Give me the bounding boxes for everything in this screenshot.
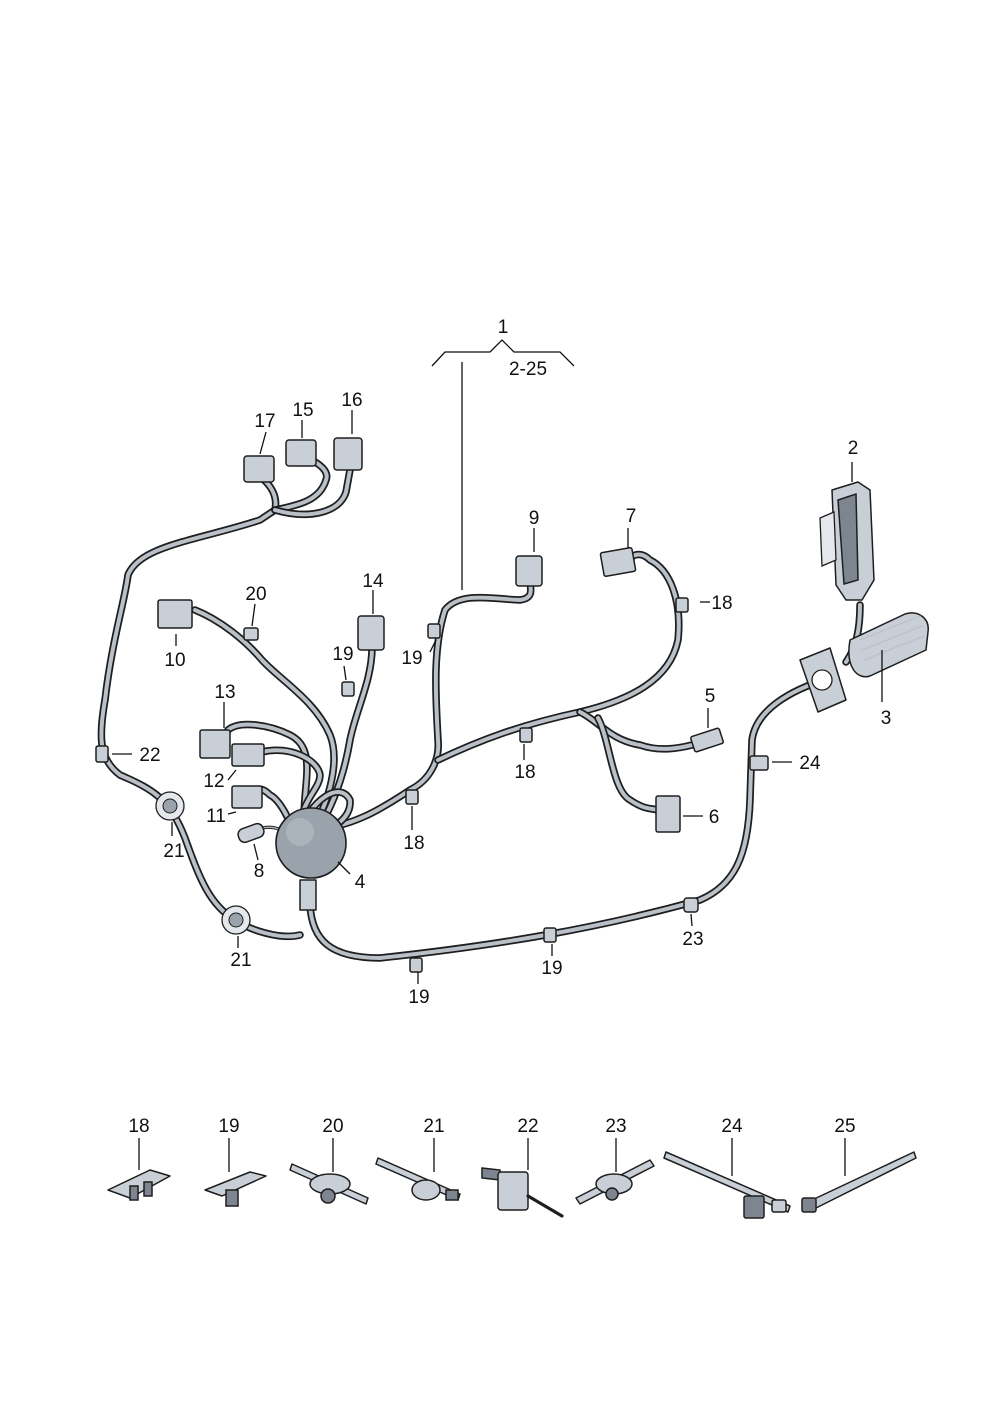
callout-13: 13 <box>214 682 235 703</box>
callout-12: 12 <box>203 771 224 792</box>
callout-7: 7 <box>626 506 637 527</box>
tie-25-detail-icon <box>811 1151 917 1209</box>
clip-19b-icon <box>341 681 355 697</box>
clip-20-icon <box>243 627 259 641</box>
callout-5: 5 <box>705 686 716 707</box>
connector-7-icon <box>599 546 637 578</box>
detail-part-20: 20 <box>289 1116 369 1205</box>
detail-label-18: 18 <box>128 1116 149 1137</box>
callout-2: 2 <box>848 438 859 459</box>
clip-23-icon <box>683 897 699 913</box>
clip-18b-icon <box>519 727 533 743</box>
clip-19c-icon <box>543 927 557 943</box>
callout-11: 11 <box>206 806 226 827</box>
callout-9: 9 <box>529 508 540 529</box>
callout-18-mid: 18 <box>514 762 535 783</box>
callout-19-upper: 19 <box>401 648 422 669</box>
callout-16: 16 <box>341 390 362 411</box>
callout-21-upper: 21 <box>163 841 184 862</box>
clip-18a-icon <box>675 597 689 613</box>
detail-part-19: 19 <box>204 1116 267 1207</box>
connector-9-icon <box>515 555 543 587</box>
callout-17: 17 <box>254 411 275 432</box>
detail-part-18: 18 <box>107 1116 171 1201</box>
callout-22: 22 <box>139 745 160 766</box>
callout-18-low: 18 <box>403 833 424 854</box>
connector-10-icon <box>157 599 193 629</box>
grommet-21a-icon <box>155 791 185 821</box>
detail-part-21: 21 <box>375 1116 461 1201</box>
tie-24-detail-icon <box>663 1151 791 1213</box>
callout-21-lower: 21 <box>230 950 251 971</box>
leader-lines <box>112 339 883 984</box>
detail-parts-row: 18 19 20 21 <box>107 1116 917 1219</box>
group-label: 1 <box>498 317 509 338</box>
connector-11-icon <box>231 785 263 809</box>
grommet-4-icon <box>275 807 347 911</box>
connector-14-icon <box>357 615 385 651</box>
callout-19-bottom-left: 19 <box>408 987 429 1008</box>
callout-6: 6 <box>709 807 720 828</box>
connector-17-icon <box>243 455 275 483</box>
detail-part-22: 22 <box>481 1116 564 1218</box>
callout-20: 20 <box>245 584 266 605</box>
callout-10: 10 <box>164 650 185 671</box>
callout-19-bottom-mid: 19 <box>541 958 562 979</box>
callout-18-top: 18 <box>711 593 732 614</box>
detail-label-25: 25 <box>834 1116 855 1137</box>
detail-label-23: 23 <box>605 1116 626 1137</box>
harness-wires <box>97 454 864 962</box>
detail-label-20: 20 <box>322 1116 343 1137</box>
clip-19a-icon <box>427 623 441 639</box>
connector-13-icon <box>199 729 231 759</box>
grommet-21b-icon <box>221 905 251 935</box>
callout-15: 15 <box>292 400 313 421</box>
detail-part-24: 24 <box>663 1116 791 1219</box>
connector-6-icon <box>655 795 681 833</box>
callout-3: 3 <box>881 708 892 729</box>
callout-labels: 1 2-25 2 3 4 5 6 7 8 9 10 11 12 13 14 15… <box>139 317 891 1008</box>
detail-label-24: 24 <box>721 1116 743 1137</box>
callout-8: 8 <box>254 861 265 882</box>
connector-5-icon <box>690 727 724 753</box>
detail-label-19: 19 <box>218 1116 239 1137</box>
connector-12-icon <box>231 743 265 767</box>
connector-2-icon <box>819 481 875 601</box>
detail-part-23: 23 <box>575 1116 655 1205</box>
sleeve-3-icon <box>799 612 929 713</box>
connector-8-icon <box>237 822 265 844</box>
detail-label-22: 22 <box>517 1116 538 1137</box>
detail-part-25: 25 <box>801 1116 917 1213</box>
tie-24-icon <box>749 755 769 771</box>
clip-19d-icon <box>409 957 423 973</box>
connector-16-icon <box>333 437 363 471</box>
callout-24: 24 <box>799 753 821 774</box>
detail-label-21: 21 <box>423 1116 444 1137</box>
callout-23: 23 <box>682 929 703 950</box>
clip-18c-icon <box>405 789 419 805</box>
callout-14: 14 <box>362 571 384 592</box>
clip-18-detail-icon <box>107 1169 171 1199</box>
callout-4: 4 <box>355 872 366 893</box>
group-range-label: 2-25 <box>509 359 547 380</box>
callout-19-left: 19 <box>332 644 353 665</box>
clip-22-icon <box>95 745 109 763</box>
connector-15-icon <box>285 439 317 467</box>
harness-components <box>95 437 929 973</box>
clip-19-detail-icon <box>204 1171 267 1197</box>
